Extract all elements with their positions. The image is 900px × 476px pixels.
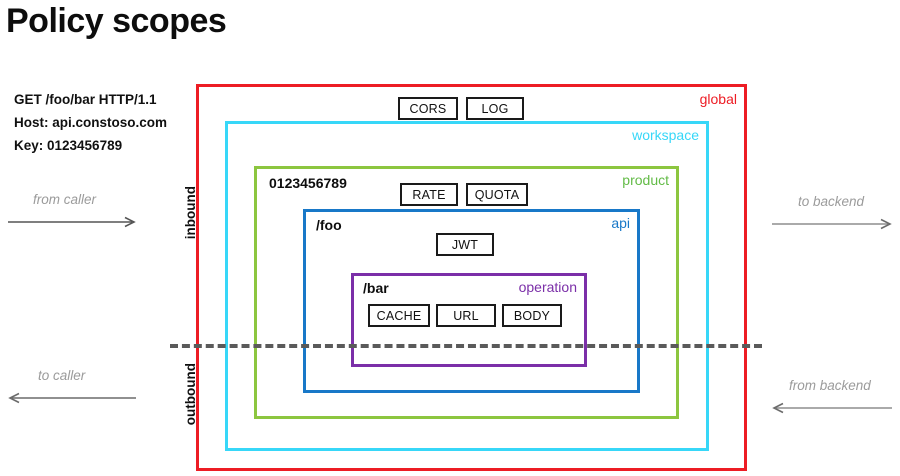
policy-chip-cache: CACHE bbox=[368, 304, 430, 327]
arrow-left-to-caller-icon bbox=[8, 392, 136, 404]
scope-path-operation: /bar bbox=[363, 280, 389, 296]
scope-label-workspace: workspace bbox=[632, 127, 699, 143]
scope-box-operation: operation /bar bbox=[351, 273, 587, 367]
scope-path-product: 0123456789 bbox=[269, 175, 347, 191]
policy-chip-cors: CORS bbox=[398, 97, 458, 120]
request-sample-block: GET /foo/bar HTTP/1.1 Host: api.constoso… bbox=[14, 88, 167, 157]
scope-label-api: api bbox=[611, 215, 630, 231]
arrow-left-from-backend-icon bbox=[772, 402, 892, 414]
request-line-key: Key: 0123456789 bbox=[14, 138, 123, 153]
request-line-method: GET /foo/bar HTTP/1.1 bbox=[14, 92, 157, 107]
scope-label-global: global bbox=[699, 91, 737, 107]
policy-chip-body: BODY bbox=[502, 304, 562, 327]
scope-box-workspace: workspace bbox=[225, 121, 709, 451]
scope-label-product: product bbox=[622, 172, 669, 188]
scope-box-api: api /foo bbox=[303, 209, 640, 393]
scope-label-operation: operation bbox=[518, 279, 577, 295]
scope-box-global: global bbox=[196, 84, 747, 471]
policy-chip-log: LOG bbox=[466, 97, 524, 120]
request-line-host: Host: api.constoso.com bbox=[14, 115, 168, 130]
policy-chip-quota: QUOTA bbox=[466, 183, 528, 206]
scope-box-product: product 0123456789 bbox=[254, 166, 679, 419]
arrow-right-to-backend-icon bbox=[772, 218, 892, 230]
policy-chip-rate: RATE bbox=[400, 183, 458, 206]
scope-path-api: /foo bbox=[316, 217, 342, 233]
policy-chip-jwt: JWT bbox=[436, 233, 494, 256]
flow-label-to-backend: to backend bbox=[798, 194, 865, 209]
inbound-outbound-divider bbox=[170, 344, 762, 348]
flow-label-from-backend: from backend bbox=[789, 378, 871, 393]
page-title: Policy scopes bbox=[6, 2, 227, 40]
flow-label-to-caller: to caller bbox=[38, 368, 86, 383]
flow-label-from-caller: from caller bbox=[33, 192, 97, 207]
arrow-right-from-caller-icon bbox=[8, 216, 136, 228]
policy-chip-url: URL bbox=[436, 304, 496, 327]
